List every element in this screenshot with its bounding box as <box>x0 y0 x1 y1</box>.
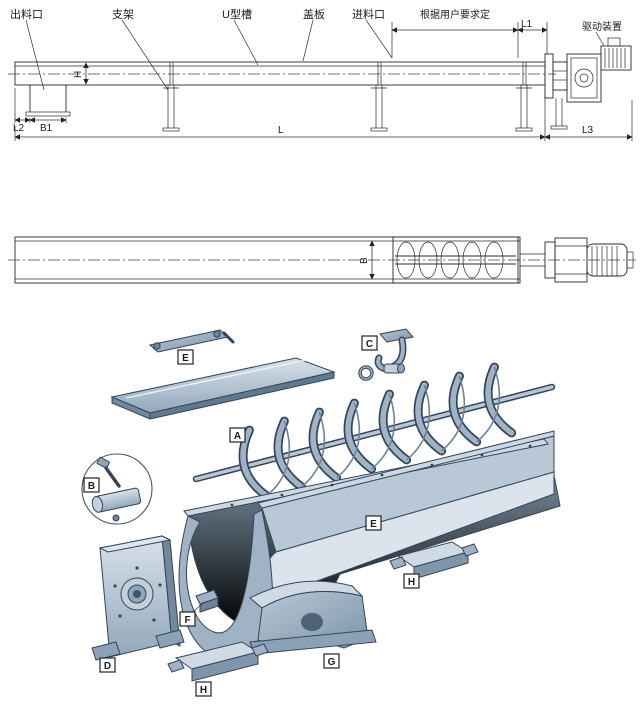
callout-discharge-port: 出料口 <box>10 7 43 21</box>
width-dimension: B <box>359 240 375 280</box>
part-label-b: B <box>83 477 100 493</box>
height-dimension: H <box>73 62 89 85</box>
dim-l3: L3 <box>582 125 594 136</box>
part-letter: C <box>366 339 373 350</box>
dim-l1: L1 <box>521 19 533 30</box>
part-label-g: G <box>323 653 340 669</box>
callout-drive-unit: 驱动装置 <box>582 20 622 33</box>
part-letter: F <box>184 615 190 626</box>
coupling-detail-part <box>81 453 153 525</box>
rim-bolt-holes <box>230 444 532 507</box>
hanger-bearing-part <box>358 328 414 381</box>
exploded-view: E C <box>81 328 561 697</box>
part-label-e-cover: E <box>177 349 194 365</box>
conveyor-body <box>8 61 556 86</box>
drive-unit-top <box>520 237 634 283</box>
support-legs <box>162 85 533 132</box>
part-letter: E <box>182 353 189 364</box>
part-letter: E <box>370 519 377 530</box>
flange-bracket-part <box>192 589 219 613</box>
cover-plate-part <box>110 357 336 420</box>
foot-bracket-lower-part <box>167 641 269 682</box>
part-label-e-trough: E <box>365 515 382 531</box>
support-leg <box>162 85 180 132</box>
flight-back-edges <box>266 366 501 497</box>
part-letter: H <box>200 685 207 696</box>
callout-cover-plate: 盖板 <box>303 7 325 21</box>
discharge-box: L2 B1 <box>13 85 71 134</box>
end-plate-bolts <box>113 566 162 622</box>
part-label-d: D <box>99 657 116 673</box>
dim-l: L <box>278 125 284 136</box>
dim-h: H <box>73 71 84 78</box>
screw-window <box>392 236 519 284</box>
coupling-sleeve <box>91 487 142 513</box>
part-letter: D <box>104 661 111 672</box>
drive-unit-side <box>544 37 632 130</box>
callout-per-user-requirement: 根据用户要求定 <box>420 8 490 21</box>
support-leg <box>515 85 533 132</box>
screw-auger-part <box>192 362 556 501</box>
part-letter: H <box>408 577 415 588</box>
saddle-support-part <box>249 580 377 655</box>
callout-inlet-port: 进料口 <box>352 7 385 21</box>
callout-u-trough: U型槽 <box>222 7 252 21</box>
part-label-h-upper: H <box>403 573 420 589</box>
side-view-drawing: 出料口 支架 U型槽 盖板 进料口 根据用户要求定 L1 驱动装置 <box>8 7 633 141</box>
inlet-dimension <box>391 22 548 58</box>
part-letter: A <box>234 431 241 442</box>
length-dimensions: L L3 <box>14 92 633 141</box>
dim-b: B <box>359 257 370 264</box>
leader-lines <box>25 19 605 91</box>
cover-clamp-part <box>148 329 235 353</box>
dim-b1: B1 <box>40 123 53 134</box>
part-label-c: C <box>361 335 378 351</box>
part-label-f: F <box>179 611 196 627</box>
part-letter: G <box>328 657 336 668</box>
dim-l2: L2 <box>13 123 25 134</box>
part-letter: B <box>88 481 95 492</box>
top-view-drawing: B <box>8 236 636 284</box>
flight-faces <box>240 364 515 499</box>
support-leg <box>370 85 388 132</box>
part-label-h-lower: H <box>195 681 212 697</box>
end-plate-part <box>91 535 185 661</box>
callout-support-bracket: 支架 <box>112 8 134 21</box>
part-label-a: A <box>229 427 246 443</box>
